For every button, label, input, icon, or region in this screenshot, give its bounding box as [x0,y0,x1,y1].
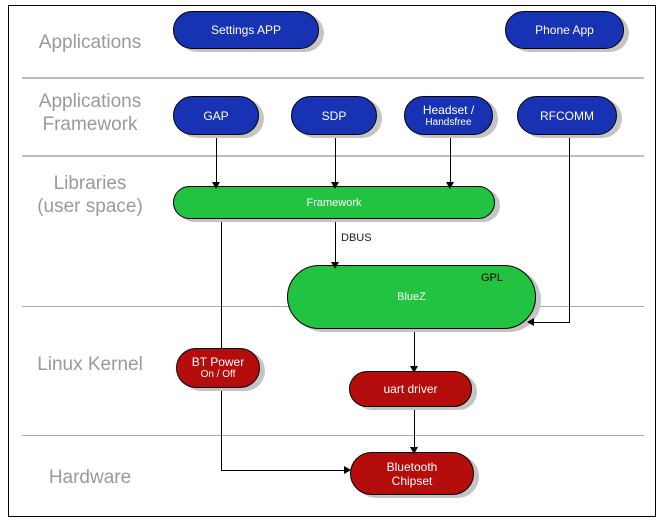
node-uart-driver[interactable]: uart driver [349,371,472,407]
node-framework[interactable]: Framework [173,186,495,219]
node-rfcomm[interactable]: RFCOMM [517,96,617,135]
node-settings-app-label: Settings APP [210,23,282,37]
bluez-license-tag: GPL [481,272,504,284]
diagram-frame [8,5,656,517]
edge-framework-bluez-line [335,219,336,266]
node-phone-app-label: Phone App [535,23,594,37]
node-bt-power-sublabel: On / Off [200,369,236,380]
node-phone-app[interactable]: Phone App [505,11,624,49]
node-bluez-label: BlueZ [397,291,426,303]
node-bt-power[interactable]: BT Power On / Off [176,348,260,388]
node-headset-label: Headset / [422,102,475,117]
edge-label-dbus: DBUS [341,232,372,244]
edge-sdp-framework-arrow [331,182,339,189]
node-gap-label: GAP [203,108,229,123]
node-bt-power-label: BT Power [191,355,245,369]
node-framework-label: Framework [306,196,362,209]
edge-uart-chipset-line [414,409,415,451]
divider-linux-kernel [22,435,644,436]
edge-rfcomm-bluez-vline [569,138,570,323]
layer-label-linux-kernel: Linux Kernel [37,354,143,375]
edge-framework-bluez-arrow [331,262,339,269]
node-bluetooth-chipset[interactable]: Bluetooth Chipset [350,452,474,495]
node-bluez[interactable]: BlueZ [287,265,536,329]
node-uart-driver-label: uart driver [383,382,438,396]
node-headset-handsfree[interactable]: Headset / Handsfree [404,96,493,135]
divider-applications [22,77,644,79]
node-sdp[interactable]: SDP [291,96,377,135]
layer-label-applications: Applications [38,32,142,53]
node-sdp-label: SDP [321,108,347,123]
layer-label-libraries: Libraries (user space) [37,173,143,217]
edge-headset-framework-line [450,138,451,184]
edge-uart-chipset-arrow [410,447,418,454]
edge-rfcomm-bluez-hline [534,322,570,323]
edge-framework-chipset-hline [221,470,346,471]
node-headset-sublabel: Handsfree [425,116,472,128]
edge-framework-chipset-vline [221,219,222,471]
node-bluetooth-chipset-label: Bluetooth [386,459,438,474]
edge-bluez-uart-line [414,330,415,370]
edge-headset-framework-arrow [446,182,454,189]
node-rfcomm-label: RFCOMM [540,108,594,123]
edge-gap-framework-line [216,138,217,184]
node-gap[interactable]: GAP [173,96,259,135]
layer-label-hardware: Hardware [48,467,132,488]
edge-bluez-uart-arrow [410,366,418,373]
node-bluetooth-chipset-sublabel: Chipset [391,473,433,488]
layer-label-applications-framework: Applications Framework [38,91,142,135]
edge-sdp-framework-line [335,138,336,184]
node-settings-app[interactable]: Settings APP [173,11,319,49]
edge-rfcomm-bluez-arrow [527,318,534,326]
edge-gap-framework-arrow [212,182,220,189]
divider-applications-framework [22,155,644,157]
edge-framework-chipset-arrow [344,466,351,474]
